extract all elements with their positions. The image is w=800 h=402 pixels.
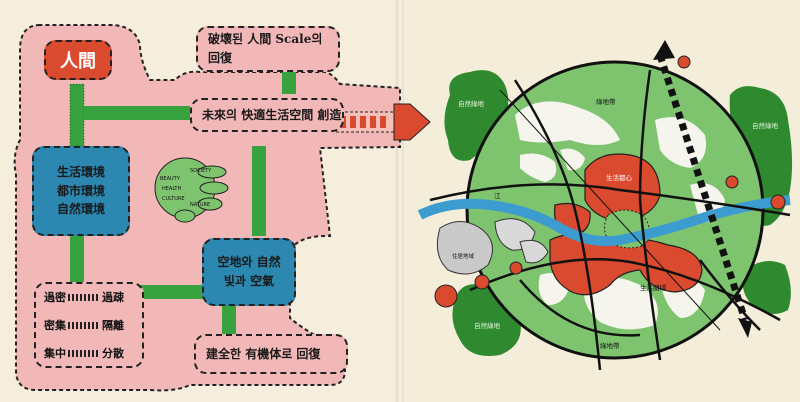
connector-horizontal-top <box>84 106 190 120</box>
hatch-bar <box>68 293 100 301</box>
city-diagram <box>417 40 793 371</box>
organic-box: 建全한 有機体로 回復 <box>194 334 348 374</box>
forest-label: 自然綠地 <box>458 100 484 108</box>
env-living: 生活環境 <box>56 165 105 180</box>
open-space-2: 빛과 空氣 <box>223 274 275 288</box>
comparison-to: 過疎 <box>102 291 124 304</box>
human-box: 人間 <box>44 40 112 80</box>
environment-box: 生活環境 都市環境 自然環境 <box>32 146 130 236</box>
hatch-bar <box>68 349 100 357</box>
future-space-label: 未來의 快適生活空間 創造 <box>202 107 342 122</box>
connector-compare-open <box>134 285 206 299</box>
greenbelt-bottom-label: 綠地帶 <box>600 342 620 350</box>
residential-hatched <box>436 218 549 275</box>
residential-label: 住居地域 <box>452 254 475 260</box>
green-organic-blob <box>154 157 229 223</box>
env-urban: 都市環境 <box>56 183 105 198</box>
comparison-row: 密集 隔離 <box>44 317 142 333</box>
comparison-from: 過密 <box>44 291 66 304</box>
highway-arrow-top <box>653 40 675 60</box>
comparison-row: 過密 過疎 <box>44 289 142 305</box>
human-label: 人間 <box>60 51 96 72</box>
lobe-label: NATURE <box>190 202 211 208</box>
river-label: 江 <box>494 192 501 200</box>
open-space-1: 空地와 自然 <box>217 255 281 270</box>
book-gutter <box>396 0 404 402</box>
organic-label: 建全한 有機体로 回復 <box>206 346 321 361</box>
forest-label: 自然綠地 <box>474 322 500 330</box>
greenbelt-top-label: 綠地帶 <box>596 98 616 106</box>
connector-human-env <box>70 84 84 146</box>
connector-scale-future <box>282 70 296 94</box>
open-space-box: 空地와 自然 빛과 空氣 <box>202 238 296 306</box>
red-dots <box>434 55 786 308</box>
restore-scale-box: 破壞된 人間 Scale의 回復 <box>196 26 340 72</box>
forest-top-left <box>444 70 509 161</box>
future-space-box: 未來의 快適生活空間 創造 <box>190 98 344 132</box>
hatch-bar <box>68 321 100 329</box>
connector-env-compare <box>70 236 84 282</box>
comparison-row: 集中 分散 <box>44 345 142 361</box>
lobe-label: HEALTH <box>162 186 182 192</box>
city-core-label: 生活都心 <box>606 174 632 182</box>
comparison-box: 過密 過疎 密集 隔離 集中 分散 <box>34 282 144 368</box>
env-natural: 自然環境 <box>56 202 105 217</box>
diagonal-line <box>499 89 721 331</box>
highway-arrow-bottom <box>738 318 752 338</box>
lobe-label: CULTURE <box>162 196 185 202</box>
forest-label: 自然綠地 <box>752 122 778 130</box>
comparison-to: 隔離 <box>102 319 124 332</box>
arrow-head <box>393 103 431 141</box>
lobe-label: BEAUTY <box>160 176 180 182</box>
comparison-from: 密集 <box>44 319 66 332</box>
living-zone-label: 生活圈域 <box>640 284 666 292</box>
restore-scale-label: 破壞된 人間 Scale의 回復 <box>208 32 323 65</box>
highway <box>656 53 749 322</box>
connector-future-open <box>252 146 266 236</box>
connector-open-organic <box>222 306 236 336</box>
forest-bottom-right <box>742 261 791 314</box>
comparison-to: 分散 <box>102 347 124 360</box>
comparison-from: 集中 <box>44 347 66 360</box>
lobe-label: SOCIETY <box>190 168 212 174</box>
